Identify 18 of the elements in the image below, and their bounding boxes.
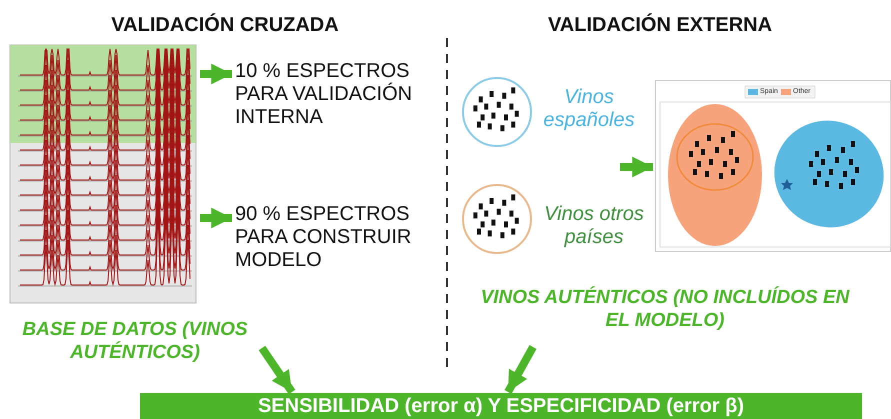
dot-circle — [462, 77, 532, 147]
dot-circle — [462, 184, 532, 254]
node-caption: Vinos otros países — [543, 203, 645, 249]
node-caption: BASE DE DATOS (VINOS AUTÉNTICOS) — [21, 318, 249, 364]
arrow — [620, 156, 653, 178]
section-title: VALIDACIÓN CRUZADA — [110, 14, 340, 37]
section-title: VALIDACIÓN EXTERNA — [546, 14, 774, 37]
arrow — [504, 345, 536, 394]
cluster-plot — [655, 80, 891, 252]
step-text: 90 % ESPECTROS PARA CONSTRUIR MODELO — [235, 203, 412, 272]
node-caption: Vinos españoles — [542, 86, 636, 132]
arrow — [200, 208, 232, 228]
result-bar: SENSIBILIDAD (error α) Y ESPECIFICIDAD (error β) — [140, 393, 862, 419]
arrow — [200, 64, 232, 84]
spectra-picture — [10, 45, 196, 303]
step-text: 10 % ESPECTROS PARA VALIDACIÓN INTERNA — [235, 60, 414, 129]
step-text: VINOS AUTÉNTICOS (NO INCLUÍDOS EN EL MODELO) — [480, 286, 850, 332]
arrow — [258, 346, 296, 394]
